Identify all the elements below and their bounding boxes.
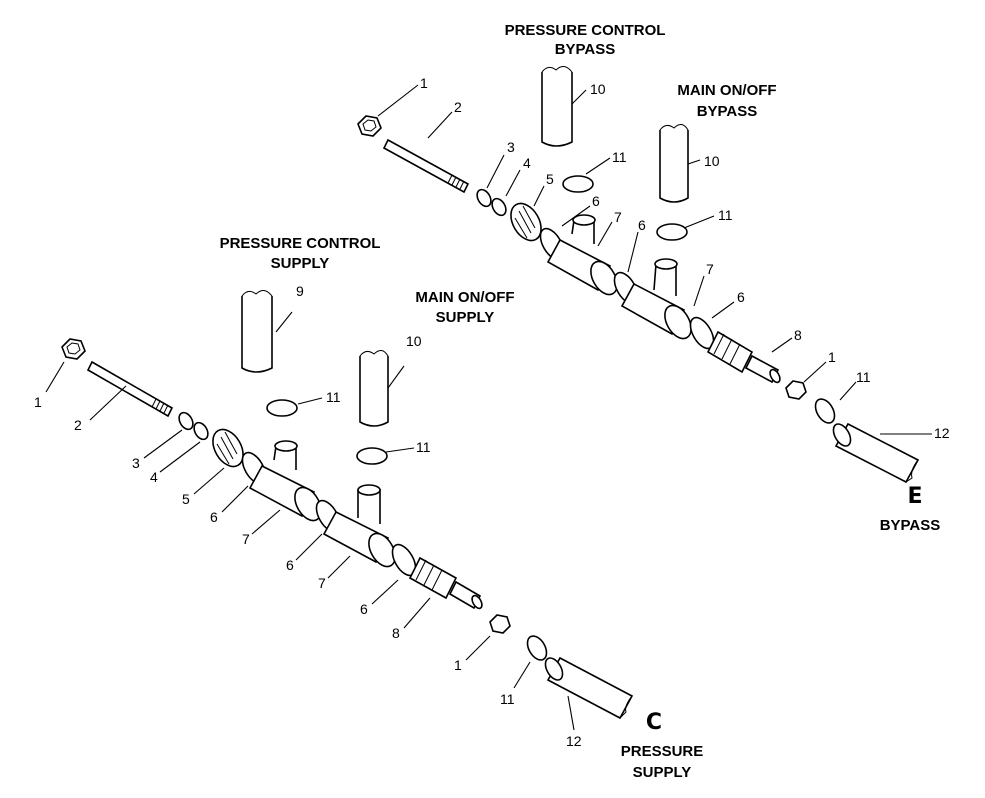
- callout-u5: 5: [546, 171, 554, 187]
- upper-clamp-right: [814, 398, 836, 424]
- callout-l1: 1: [34, 394, 42, 410]
- callout-l1b: 1: [454, 657, 462, 673]
- callout-u10b: 10: [704, 153, 720, 169]
- callout-l11b: 11: [416, 439, 431, 455]
- callout-l10: 10: [406, 333, 422, 349]
- callout-u10a: 10: [590, 81, 606, 97]
- title-pc-supply-line1: PRESSURE CONTROL: [220, 235, 381, 252]
- lower-hex-nut: [61, 338, 86, 360]
- title-pc-bypass-line2: BYPASS: [555, 41, 616, 58]
- upper-hose-pc-bypass: [541, 66, 573, 147]
- lower-hose-main-supply: [359, 350, 389, 427]
- lower-leader-lines: [45, 311, 575, 731]
- upper-clamp-main: [656, 223, 688, 241]
- callout-u3: 3: [507, 139, 515, 155]
- callout-l12: 12: [566, 733, 582, 749]
- lower-tee-fitting-b: [322, 484, 396, 568]
- callout-l11c: 11: [500, 691, 515, 707]
- upper-hex-nut: [357, 115, 382, 137]
- callout-l6c: 6: [360, 601, 368, 617]
- callout-u6c: 6: [737, 289, 745, 305]
- callout-l9: 9: [296, 283, 304, 299]
- supply-label-line1: PRESSURE: [621, 743, 704, 760]
- supply-label-line2: SUPPLY: [633, 764, 692, 781]
- callout-l4: 4: [150, 469, 158, 485]
- bypass-label: BYPASS: [880, 517, 941, 534]
- callout-l7a: 7: [242, 531, 250, 547]
- callout-u4: 4: [523, 155, 531, 171]
- upper-assembly: 1 2 3 4 5 6 7 6 7 6 8 1 11 12 10 10 11 1…: [357, 22, 950, 534]
- upper-hose-barb: [706, 330, 781, 384]
- callout-u1b: 1: [828, 349, 836, 365]
- callout-u11c: 11: [856, 369, 871, 385]
- lower-washers: [178, 411, 209, 441]
- callout-l5: 5: [182, 491, 190, 507]
- upper-bolt: [382, 138, 470, 194]
- upper-end-cap: [510, 202, 542, 242]
- callout-u6a: 6: [592, 193, 600, 209]
- callout-l7b: 7: [318, 575, 326, 591]
- callout-l6b: 6: [286, 557, 294, 573]
- callout-u7b: 7: [706, 261, 714, 277]
- lower-small-hex-nut: [489, 614, 511, 634]
- upper-tee-fitting-b: [620, 258, 692, 340]
- upper-small-hex-nut: [785, 380, 807, 400]
- callout-l2: 2: [74, 417, 82, 433]
- callout-u11a: 11: [612, 149, 627, 165]
- supply-letter: C: [646, 710, 662, 735]
- callout-u7a: 7: [614, 209, 622, 225]
- upper-clamp-pc: [562, 175, 594, 193]
- lower-assembly: 1 2 3 4 5 6 7 6 7 6 8 1 11 12 9 10 11 11…: [34, 235, 703, 781]
- title-main-bypass-line1: MAIN ON/OFF: [677, 82, 776, 99]
- lower-end-cap: [212, 428, 244, 468]
- callout-u6b: 6: [638, 217, 646, 233]
- callout-l6a: 6: [210, 509, 218, 525]
- callout-u8: 8: [794, 327, 802, 343]
- upper-hose-main-bypass: [659, 124, 689, 203]
- lower-hose-section: [544, 656, 634, 720]
- callout-l3: 3: [132, 455, 140, 471]
- upper-callouts: 1 2 3 4 5 6 7 6 7 6 8 1 11 12 10 10 11 1…: [420, 75, 950, 441]
- callout-u1: 1: [420, 75, 428, 91]
- title-main-supply-line1: MAIN ON/OFF: [415, 289, 514, 306]
- callout-u11b: 11: [718, 207, 733, 223]
- callout-u2: 2: [454, 99, 462, 115]
- title-pc-supply-line2: SUPPLY: [271, 255, 330, 272]
- title-main-supply-line2: SUPPLY: [436, 309, 495, 326]
- lower-tee-fitting-a: [248, 440, 322, 522]
- lower-bolt: [86, 360, 174, 418]
- callout-l8: 8: [392, 625, 400, 641]
- lower-hose-barb: [408, 556, 483, 610]
- lower-clamp-pc: [266, 399, 298, 417]
- lower-clamp-main: [356, 447, 388, 465]
- bypass-letter: E: [907, 484, 922, 509]
- title-pc-bypass-line1: PRESSURE CONTROL: [505, 22, 666, 39]
- upper-washers: [476, 188, 507, 217]
- lower-hose-pc-supply: [241, 290, 273, 373]
- callout-l11a: 11: [326, 389, 341, 405]
- upper-hose-section: [832, 422, 920, 484]
- upper-tee-fitting-a: [546, 214, 618, 296]
- upper-leader-lines: [377, 84, 932, 435]
- title-main-bypass-line2: BYPASS: [697, 103, 758, 120]
- callout-u12: 12: [934, 425, 950, 441]
- lower-callouts: 1 2 3 4 5 6 7 6 7 6 8 1 11 12 9 10 11 11: [34, 283, 582, 749]
- lower-clamp-right: [526, 635, 548, 661]
